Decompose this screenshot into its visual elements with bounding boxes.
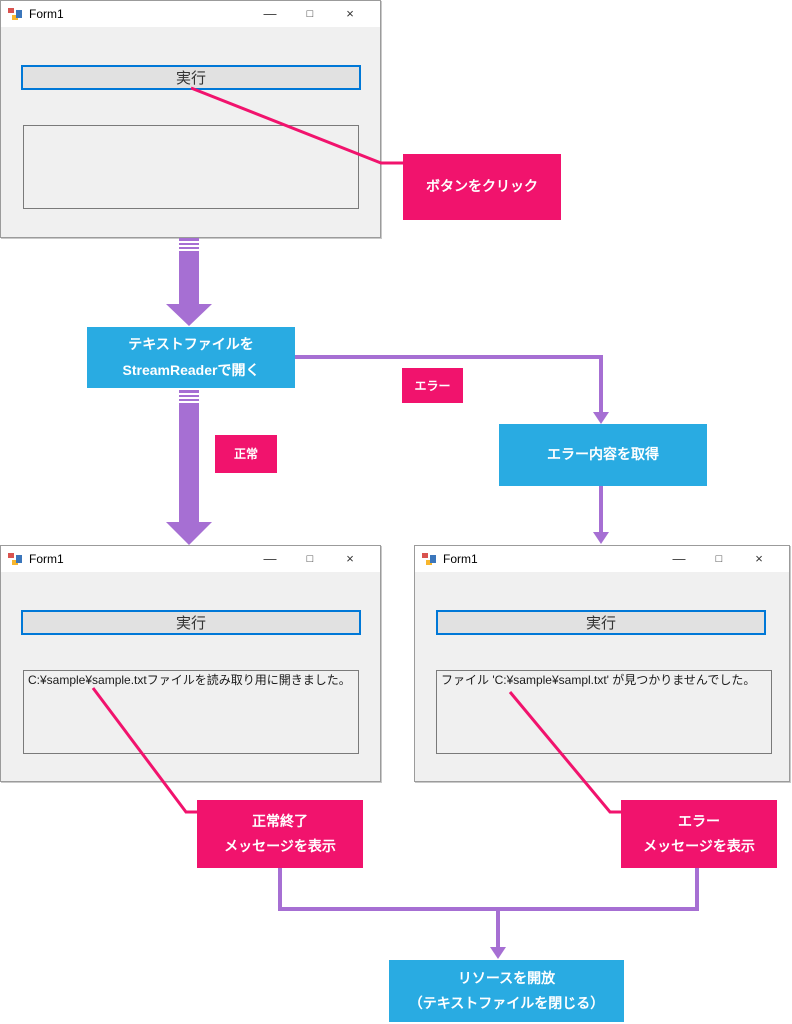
label-text: エラー bbox=[414, 378, 451, 393]
step-show-error-message: エラー メッセージを表示 bbox=[621, 800, 777, 868]
step-text: エラー内容を取得 bbox=[547, 446, 659, 463]
titlebar[interactable]: Form1 — □ × bbox=[1, 546, 380, 572]
step-text-line2: StreamReaderで開く bbox=[122, 361, 260, 378]
close-button[interactable]: × bbox=[346, 551, 354, 566]
step-text-line1: エラー bbox=[678, 812, 720, 829]
execute-button[interactable]: 実行 bbox=[21, 610, 361, 635]
step-text-line1: リソースを開放 bbox=[457, 969, 556, 986]
form-icon bbox=[8, 7, 23, 22]
connector-error-window bbox=[593, 486, 609, 544]
form-icon bbox=[8, 552, 23, 567]
big-arrow-down-2 bbox=[166, 390, 212, 545]
window-form1-initial: Form1 — □ × 実行 bbox=[0, 0, 381, 238]
window-client-area: 実行 ファイル 'C:¥sample¥sampl.txt' が見つかりませんでし… bbox=[415, 572, 789, 781]
window-form1-success: Form1 — □ × 実行 C:¥sample¥sample.txtファイルを… bbox=[0, 545, 381, 782]
window-client-area: 実行 C:¥sample¥sample.txtファイルを読み取り用に開きました。 bbox=[1, 572, 380, 781]
window-controls: — □ × bbox=[659, 546, 779, 572]
step-text-line1: テキストファイルを bbox=[128, 336, 254, 353]
maximize-button[interactable]: □ bbox=[715, 553, 723, 565]
step-show-success-message: 正常終了 メッセージを表示 bbox=[197, 800, 363, 868]
maximize-button[interactable]: □ bbox=[306, 553, 314, 565]
titlebar[interactable]: Form1 — □ × bbox=[1, 1, 380, 27]
window-title: Form1 bbox=[29, 7, 64, 21]
step-text-line2: メッセージを表示 bbox=[224, 838, 336, 854]
window-controls: — □ × bbox=[250, 546, 370, 572]
form-icon bbox=[422, 552, 437, 567]
execute-button[interactable]: 実行 bbox=[436, 610, 766, 635]
minimize-button[interactable]: — bbox=[263, 551, 277, 566]
close-button[interactable]: × bbox=[755, 551, 763, 566]
step-text-line2: （テキストファイルを閉じる） bbox=[408, 995, 605, 1011]
window-client-area: 実行 bbox=[1, 27, 380, 237]
window-form1-error: Form1 — □ × 実行 ファイル 'C:¥sample¥sampl.txt… bbox=[414, 545, 790, 782]
window-title: Form1 bbox=[29, 552, 64, 566]
label-normal-branch: 正常 bbox=[215, 435, 277, 473]
output-textbox[interactable] bbox=[23, 125, 359, 209]
big-arrow-down-1 bbox=[166, 238, 212, 326]
minimize-button[interactable]: — bbox=[263, 6, 277, 21]
label-error-branch: エラー bbox=[402, 368, 463, 403]
window-controls: — □ × bbox=[250, 1, 370, 27]
step-text-line1: 正常終了 bbox=[252, 812, 308, 829]
label-click-button: ボタンをクリック bbox=[403, 154, 561, 220]
output-textbox[interactable]: ファイル 'C:¥sample¥sampl.txt' が見つかりませんでした。 bbox=[436, 670, 772, 754]
minimize-button[interactable]: — bbox=[672, 551, 686, 566]
maximize-button[interactable]: □ bbox=[306, 8, 314, 20]
step-get-error: エラー内容を取得 bbox=[499, 424, 707, 486]
execute-button[interactable]: 実行 bbox=[21, 65, 361, 90]
close-button[interactable]: × bbox=[346, 6, 354, 21]
label-text: ボタンをクリック bbox=[426, 178, 538, 195]
window-title: Form1 bbox=[443, 552, 478, 566]
step-text-line2: メッセージを表示 bbox=[643, 838, 755, 854]
titlebar[interactable]: Form1 — □ × bbox=[415, 546, 789, 572]
label-text: 正常 bbox=[233, 447, 258, 461]
step-open-streamreader: テキストファイルを StreamReaderで開く bbox=[87, 327, 295, 388]
connector-merge-release bbox=[278, 868, 699, 959]
output-textbox[interactable]: C:¥sample¥sample.txtファイルを読み取り用に開きました。 bbox=[23, 670, 359, 754]
step-release-resource: リソースを開放 （テキストファイルを閉じる） bbox=[389, 960, 624, 1022]
